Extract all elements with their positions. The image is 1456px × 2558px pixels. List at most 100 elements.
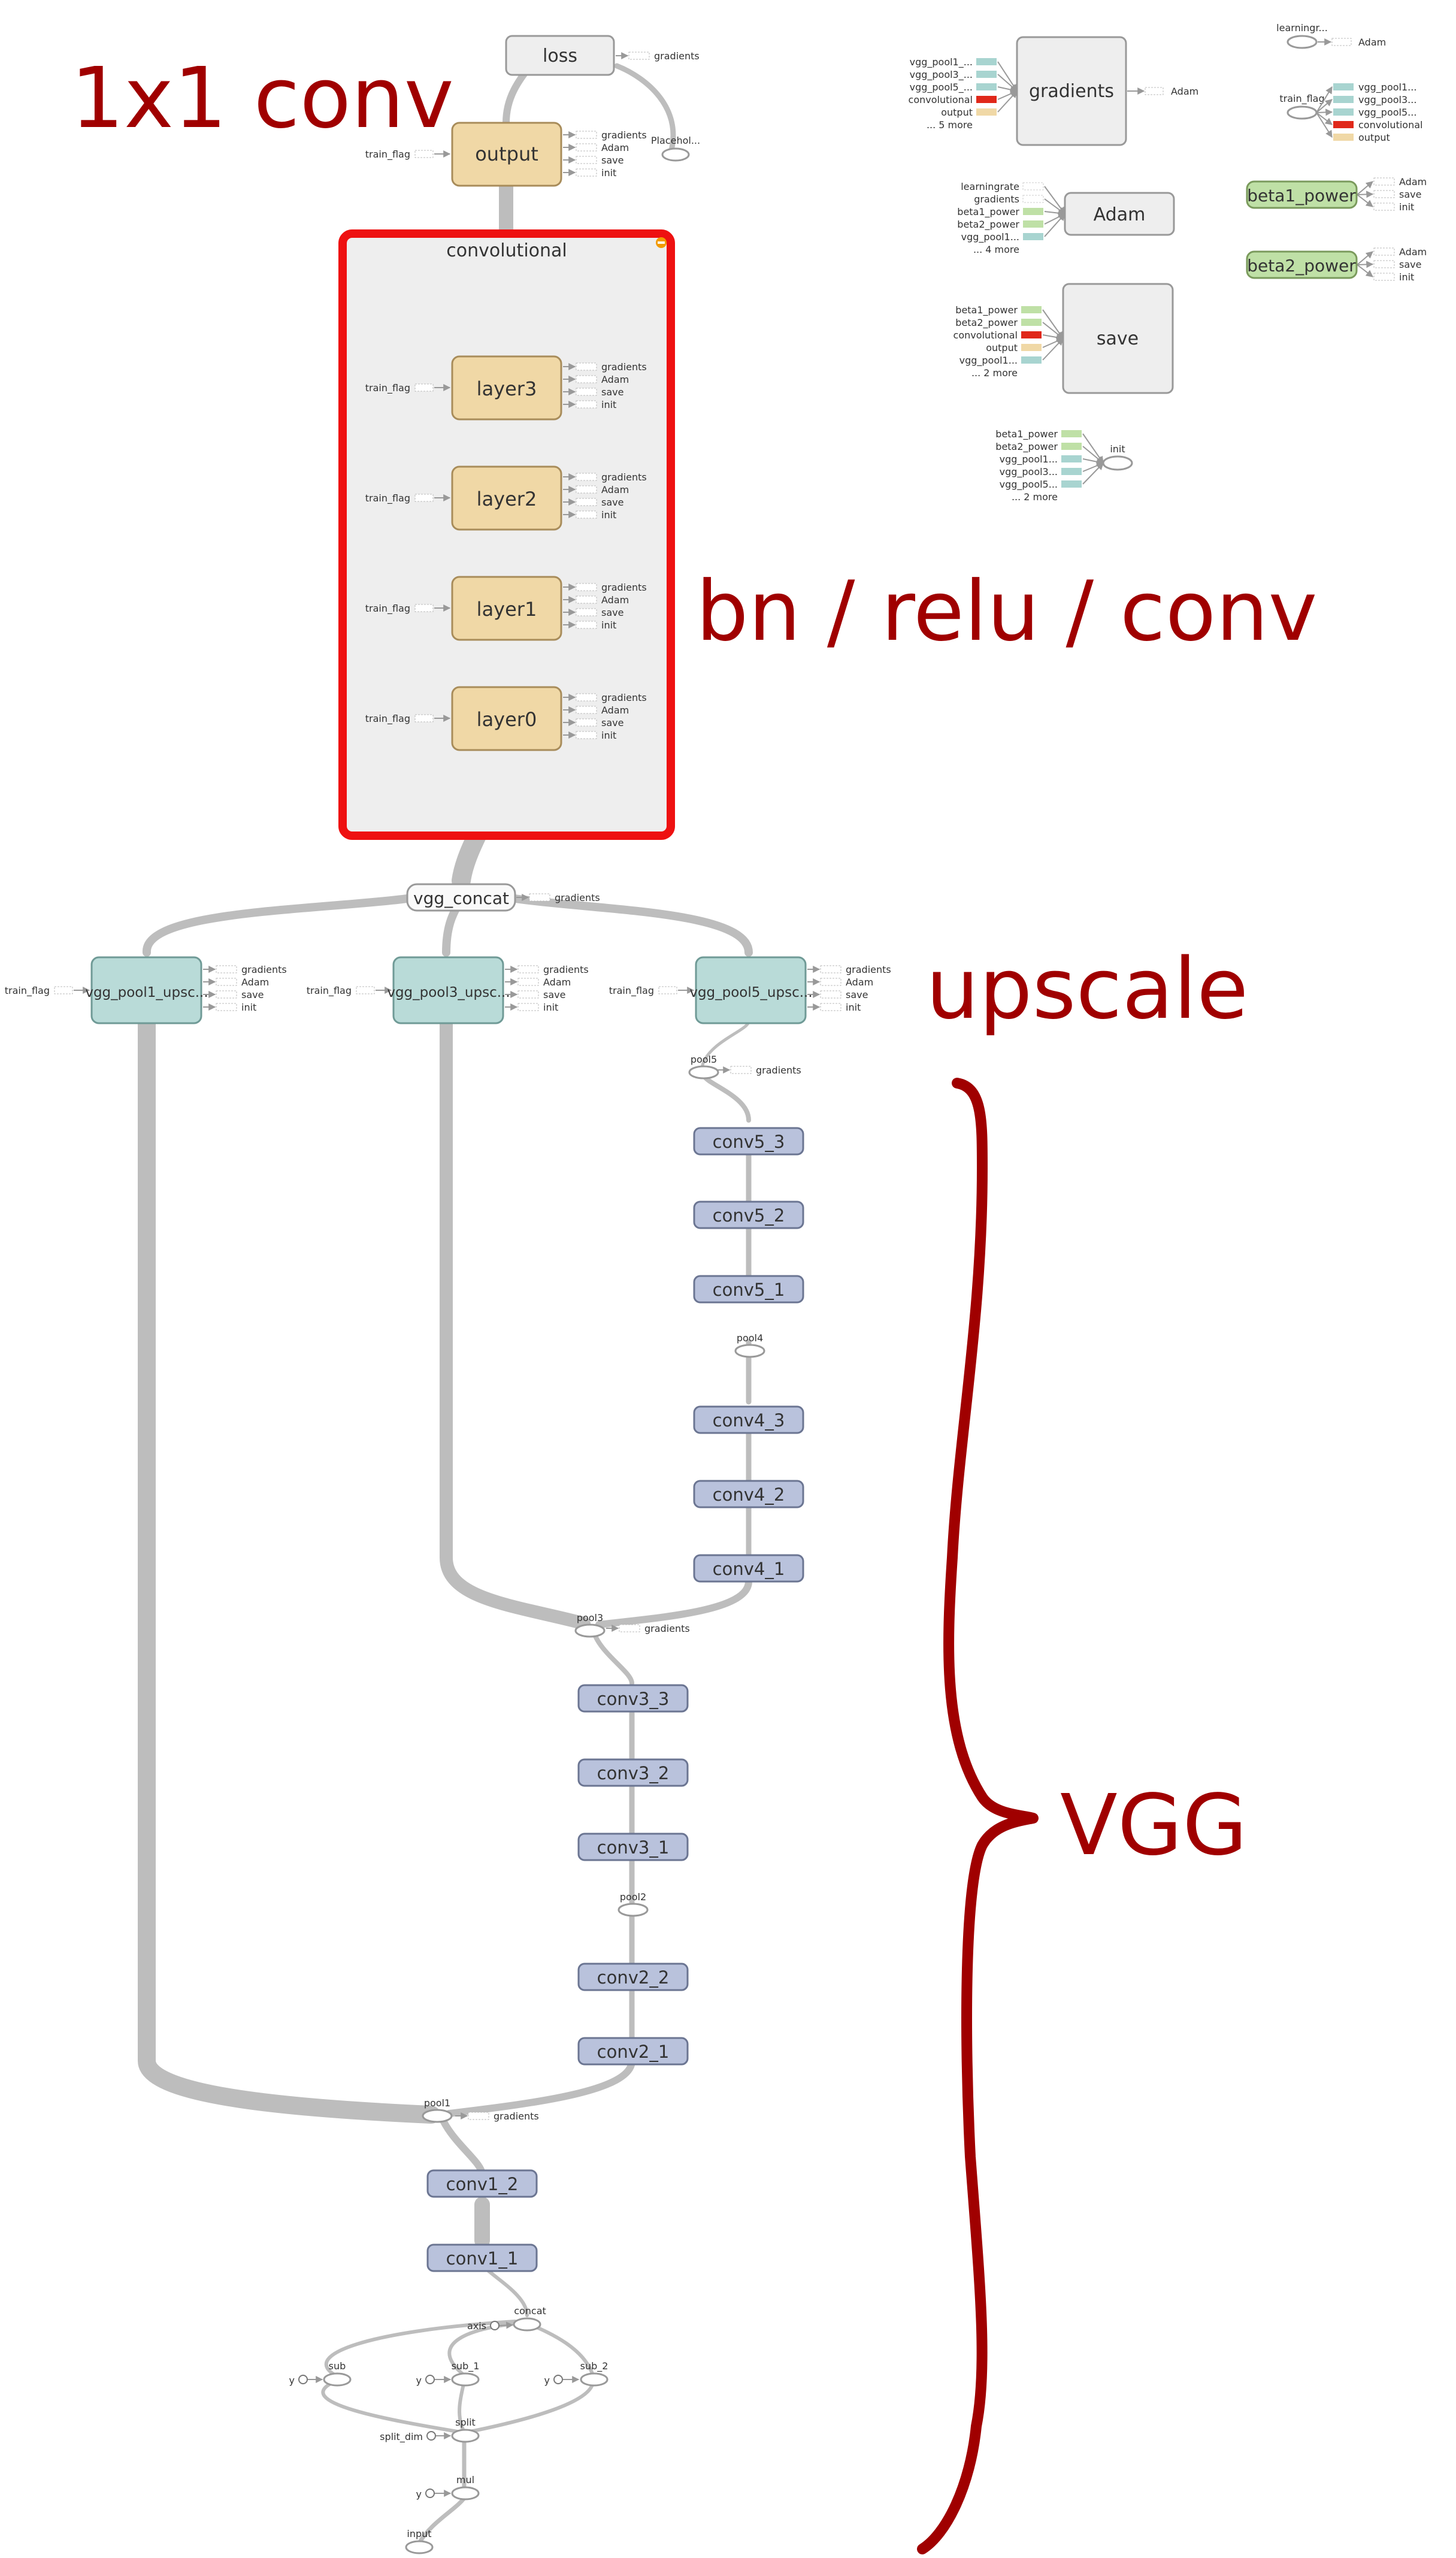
side-ref-box[interactable] bbox=[576, 143, 597, 152]
train-flag-output[interactable]: vgg_pool1... bbox=[1316, 81, 1416, 113]
node-mul[interactable]: mul bbox=[451, 2474, 480, 2500]
node-y-mul[interactable]: y bbox=[416, 2489, 452, 2500]
side-ref-box[interactable] bbox=[820, 1003, 841, 1011]
side-ref-box[interactable] bbox=[576, 510, 597, 519]
node-pool2[interactable]: pool2 bbox=[617, 1891, 649, 1917]
train-flag-input[interactable]: train_flag bbox=[365, 492, 451, 504]
side-ref-box[interactable] bbox=[619, 1624, 640, 1632]
aux-input-two_more[interactable]: ... 2 more bbox=[1012, 491, 1058, 503]
node-layer2[interactable]: layer2 bbox=[451, 465, 562, 531]
node-pool5[interactable]: pool5 bbox=[688, 1054, 719, 1080]
side-ref-box[interactable] bbox=[517, 1003, 539, 1011]
aux-input-beta1_power[interactable]: beta1_power bbox=[955, 304, 1064, 339]
aux-input-vgg_pool1_short[interactable]: vgg_pool1... bbox=[961, 213, 1065, 243]
aux-input-learningrate[interactable]: learningrate bbox=[961, 181, 1065, 214]
beta-side-output[interactable]: init bbox=[1357, 264, 1414, 283]
node-placeholder[interactable]: Placehol... bbox=[651, 135, 700, 162]
side-ref-box[interactable] bbox=[517, 965, 539, 973]
beta-side-output[interactable]: Adam bbox=[1357, 176, 1427, 195]
node-learningrate[interactable]: learningr... Adam bbox=[1276, 22, 1386, 49]
node-conv4-3[interactable]: conv4_3 bbox=[693, 1405, 804, 1434]
train-flag-input[interactable]: train_flag bbox=[307, 985, 392, 997]
aux-input-five_more[interactable]: ... 5 more bbox=[927, 119, 973, 131]
side-ref-box[interactable] bbox=[576, 731, 597, 739]
side-ref-box[interactable] bbox=[517, 978, 539, 986]
aux-input-vgg_pool5_short[interactable]: vgg_pool5... bbox=[1000, 462, 1104, 491]
side-ref-box[interactable] bbox=[576, 362, 597, 371]
side-ref-box[interactable] bbox=[628, 52, 650, 60]
aux-input-beta1_power[interactable]: beta1_power bbox=[957, 206, 1066, 218]
side-ref-box[interactable] bbox=[576, 706, 597, 714]
aux-input-convolutional[interactable]: convolutional bbox=[953, 329, 1064, 341]
node-layer0[interactable]: layer0 bbox=[451, 686, 562, 751]
aux-input-beta1_power[interactable]: beta1_power bbox=[995, 428, 1104, 464]
node-conv4-1[interactable]: conv4_1 bbox=[693, 1554, 804, 1583]
side-ref-box[interactable] bbox=[576, 595, 597, 604]
node-sub-2[interactable]: sub_2 bbox=[580, 2360, 609, 2387]
train-flag-output[interactable]: output bbox=[1316, 112, 1390, 143]
train-flag-input[interactable]: train_flag bbox=[365, 382, 451, 394]
aux-input-vgg_pool3_short[interactable]: vgg_pool3... bbox=[1000, 462, 1104, 478]
node-adam[interactable]: Adam bbox=[1064, 192, 1175, 236]
node-vgg-pool5-upscale[interactable]: vgg_pool5_upsc... bbox=[689, 956, 813, 1024]
beta-side-output[interactable]: Adam bbox=[1357, 246, 1427, 265]
aux-input-beta2_power[interactable]: beta2_power bbox=[955, 317, 1064, 339]
side-ref-box[interactable] bbox=[576, 608, 597, 616]
beta-side-output[interactable]: save bbox=[1357, 189, 1421, 200]
aux-input-output[interactable]: output bbox=[941, 90, 1018, 118]
node-split-dim[interactable]: split_dim bbox=[380, 2431, 452, 2443]
node-conv5-2[interactable]: conv5_2 bbox=[693, 1201, 804, 1229]
side-ref-box[interactable] bbox=[468, 2112, 489, 2120]
node-y-sub2[interactable]: y bbox=[544, 2375, 580, 2386]
side-ref-box[interactable] bbox=[529, 893, 550, 902]
node-train-flag-top[interactable]: train_flag bbox=[1279, 93, 1325, 120]
node-conv2-2[interactable]: conv2_2 bbox=[577, 1963, 689, 1991]
node-conv3-3[interactable]: conv3_3 bbox=[577, 1684, 689, 1713]
node-beta2-power[interactable]: beta2_power bbox=[1246, 250, 1358, 279]
aux-input-convolutional[interactable]: convolutional bbox=[909, 90, 1018, 105]
train-flag-input[interactable]: train_flag bbox=[365, 149, 451, 161]
side-ref-box[interactable] bbox=[216, 990, 237, 999]
node-vgg-pool1-upscale[interactable]: vgg_pool1_upsc... bbox=[85, 956, 208, 1024]
train-flag-input[interactable]: train_flag bbox=[365, 713, 451, 725]
node-layer1[interactable]: layer1 bbox=[451, 576, 562, 641]
side-ref-box[interactable] bbox=[576, 498, 597, 506]
node-loss[interactable]: loss bbox=[505, 35, 615, 76]
side-ref-box[interactable] bbox=[216, 965, 237, 973]
node-sub[interactable]: sub bbox=[323, 2360, 352, 2387]
aux-input-two_more[interactable]: ... 2 more bbox=[971, 367, 1018, 379]
aux-input-vgg_pool1_short[interactable]: vgg_pool1... bbox=[959, 338, 1064, 367]
node-conv1-1[interactable]: conv1_1 bbox=[426, 2243, 538, 2272]
side-ref-box[interactable] bbox=[576, 485, 597, 494]
node-output[interactable]: output bbox=[451, 122, 562, 187]
beta-side-output[interactable]: init bbox=[1357, 194, 1414, 213]
aux-input-vgg_pool5[interactable]: vgg_pool5_... bbox=[910, 81, 1018, 93]
side-ref-box[interactable] bbox=[576, 156, 597, 164]
train-flag-input[interactable]: train_flag bbox=[5, 985, 90, 997]
side-ref-box[interactable] bbox=[576, 168, 597, 177]
node-save[interactable]: save bbox=[1062, 283, 1174, 394]
node-conv3-2[interactable]: conv3_2 bbox=[577, 1758, 689, 1787]
side-ref-box[interactable] bbox=[576, 693, 597, 702]
node-conv2-1[interactable]: conv2_1 bbox=[577, 2037, 689, 2066]
side-ref-box[interactable] bbox=[576, 388, 597, 396]
node-pool4[interactable]: pool4 bbox=[734, 1332, 765, 1358]
side-ref-box[interactable] bbox=[730, 1066, 752, 1074]
node-y-sub[interactable]: y bbox=[289, 2375, 323, 2386]
node-conv1-2[interactable]: conv1_2 bbox=[426, 2169, 538, 2198]
node-beta1-power[interactable]: beta1_power bbox=[1246, 180, 1358, 209]
side-ref-box[interactable] bbox=[820, 978, 841, 986]
side-ref-box[interactable] bbox=[576, 473, 597, 481]
node-pool1[interactable]: pool1 bbox=[422, 2097, 453, 2123]
node-axis[interactable]: axis bbox=[467, 2320, 514, 2332]
side-ref-box[interactable] bbox=[517, 990, 539, 999]
node-vgg-concat[interactable]: vgg_concat bbox=[406, 883, 516, 912]
beta-side-output[interactable]: save bbox=[1357, 259, 1421, 270]
node-conv4-2[interactable]: conv4_2 bbox=[693, 1480, 804, 1508]
node-pool3[interactable]: pool3 bbox=[574, 1612, 606, 1638]
side-ref-box[interactable] bbox=[820, 990, 841, 999]
side-ref-box[interactable] bbox=[576, 583, 597, 591]
side-ref-box[interactable] bbox=[576, 375, 597, 383]
node-y-sub1[interactable]: y bbox=[416, 2375, 452, 2386]
side-ref-box[interactable] bbox=[576, 131, 597, 139]
